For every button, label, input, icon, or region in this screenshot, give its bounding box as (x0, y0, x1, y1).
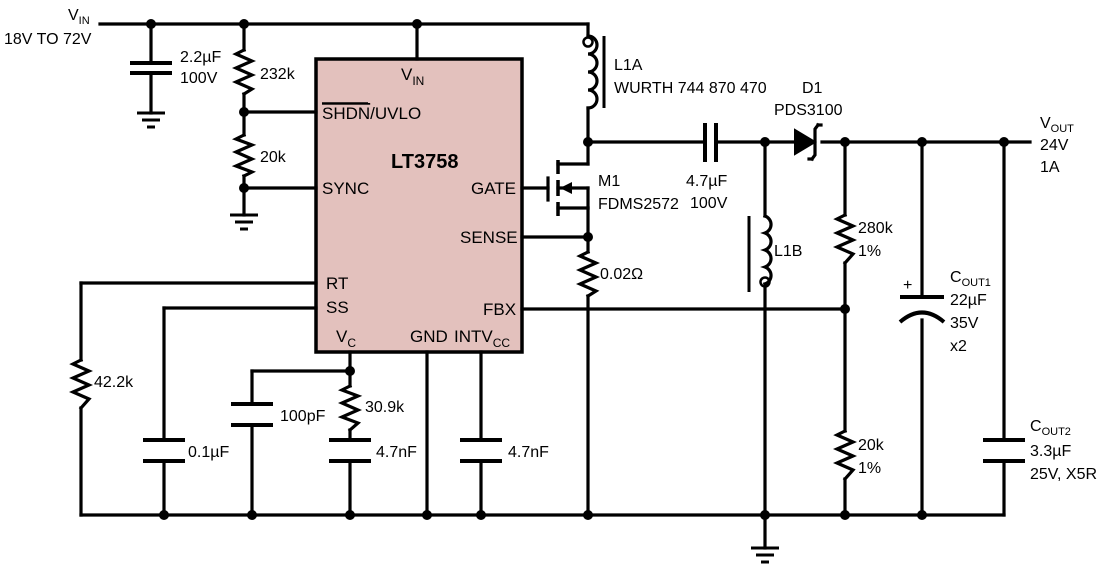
d1-part: PDS3100 (774, 102, 843, 119)
r-20k-fb-tol: 1% (858, 460, 881, 477)
resistor-42k (69, 357, 93, 411)
diode-d1 (794, 122, 823, 162)
cin-voltage: 100V (180, 70, 218, 87)
cout2-label: COUT2 (1030, 418, 1071, 438)
pin-intvcc: INTVCC (454, 327, 510, 350)
pin-vin: VIN (401, 65, 424, 88)
cap-cout1-polarized (898, 295, 946, 324)
cout1-qty: x2 (950, 338, 967, 355)
c-intvcc-label: 4.7nF (508, 444, 549, 461)
cap-100pf (231, 402, 273, 427)
vin-label: VIN (68, 7, 90, 27)
mosfet-m1 (556, 160, 590, 216)
m1-label: M1 (598, 173, 620, 190)
resistor-sense (576, 249, 600, 299)
c-100pf-label: 100pF (280, 408, 326, 425)
ground-symbol-main (751, 546, 779, 564)
cap-cout2 (983, 438, 1025, 463)
m1-part: FDMS2572 (598, 196, 679, 213)
c-couple-voltage: 100V (690, 195, 728, 212)
cap-coupling (703, 123, 718, 162)
pin-vc: VC (336, 327, 356, 350)
ground-symbol-divider (230, 213, 258, 231)
vin-range: 18V TO 72V (4, 31, 92, 48)
resistor-20k-top (231, 132, 257, 179)
cap-cin (130, 61, 172, 75)
r-280k-tol: 1% (858, 243, 881, 260)
pin-sense: SENSE (460, 228, 518, 247)
cout1-plus: + (903, 277, 912, 294)
inductor-l1a (582, 34, 606, 110)
vout-voltage: 24V (1040, 137, 1069, 154)
cout1-label: COUT1 (950, 269, 991, 289)
r-20k-top-label: 20k (260, 149, 287, 166)
c-vc-label: 4.7nF (376, 444, 417, 461)
cap-ss (143, 438, 185, 463)
cout1-voltage: 35V (950, 315, 979, 332)
r-sense-label: 0.02Ω (600, 266, 643, 283)
cap-intvcc (460, 438, 502, 463)
resistor-280k (833, 212, 857, 266)
pin-ss: SS (326, 298, 349, 317)
r-232k-label: 232k (260, 66, 296, 83)
cout2-value: 3.3µF (1030, 443, 1071, 460)
resistor-20k-fb (833, 428, 857, 482)
l1b-label: L1B (774, 243, 802, 260)
c-ss-label: 0.1µF (188, 444, 229, 461)
pin-rt: RT (326, 274, 348, 293)
pin-fbx: FBX (483, 300, 516, 319)
inductor-l1b (747, 213, 773, 292)
c-couple-value: 4.7µF (686, 173, 727, 190)
resistor-30k (337, 383, 363, 433)
cin-value: 2.2µF (180, 49, 221, 66)
vout-current: 1A (1040, 159, 1060, 176)
cout2-rating: 25V, X5R (1030, 466, 1097, 483)
r-280k-label: 280k (858, 220, 894, 237)
d1-label: D1 (802, 80, 823, 97)
pin-shdn-uvlo: SHDN/UVLO (322, 104, 421, 123)
wires (79, 22, 1032, 550)
junction-dots (146, 19, 1009, 520)
r-30k-label: 30.9k (365, 399, 405, 416)
cap-vc (329, 438, 371, 463)
pin-sync: SYNC (322, 179, 369, 198)
r-20k-fb-label: 20k (858, 437, 885, 454)
ground-symbol-cin (137, 111, 165, 129)
vout-label: VOUT (1040, 115, 1074, 135)
l1a-part: WURTH 744 870 470 (614, 80, 767, 97)
l1a-label: L1A (614, 57, 643, 74)
resistor-232k (232, 47, 256, 97)
pin-gate: GATE (471, 179, 516, 198)
r-42k-label: 42.2k (94, 374, 134, 391)
ic-name: LT3758 (391, 151, 458, 173)
cout1-value: 22µF (950, 292, 987, 309)
pin-gnd: GND (410, 327, 448, 346)
ic-body (314, 57, 524, 354)
